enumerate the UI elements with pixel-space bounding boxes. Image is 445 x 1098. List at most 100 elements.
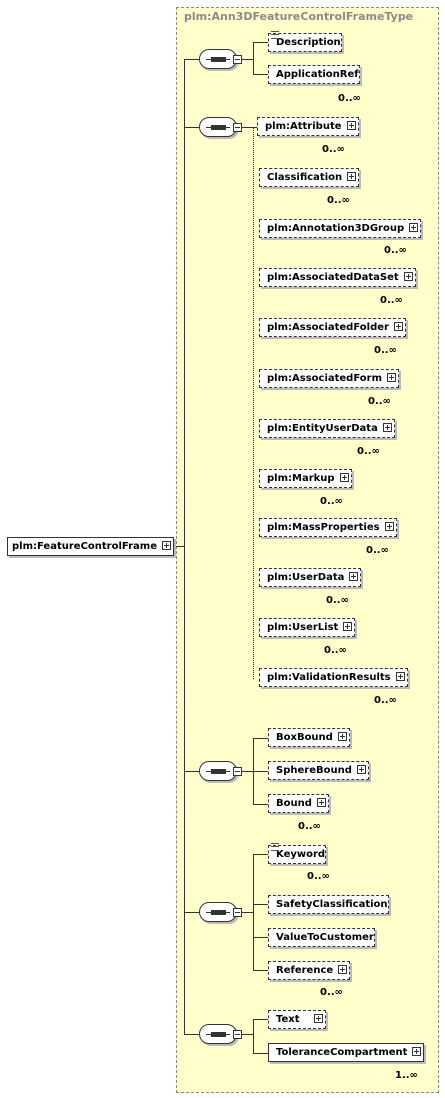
expand-icon[interactable] [346, 121, 356, 130]
element-classification[interactable]: Classification [259, 168, 360, 187]
connector-line [253, 771, 268, 772]
expand-icon[interactable] [356, 765, 366, 774]
root-element-label: plm:FeatureControlFrame [12, 541, 157, 552]
connector-line [176, 546, 184, 547]
element-safetyclassification[interactable]: SafetyClassification [268, 895, 389, 914]
element-bound[interactable]: Bound [268, 794, 329, 813]
cardinality-label: 1..∞ [395, 1070, 418, 1081]
root-element[interactable]: plm:FeatureControlFrame [7, 537, 174, 556]
cardinality-label: 0..∞ [338, 93, 361, 104]
expand-icon[interactable] [387, 373, 396, 382]
expand-icon[interactable] [393, 322, 403, 331]
connector-line [253, 804, 268, 805]
element-boxbound[interactable]: BoxBound [268, 728, 350, 747]
expand-icon[interactable] [347, 172, 357, 181]
collapse-icon[interactable] [233, 123, 242, 132]
sequence-compositor-icon[interactable] [199, 49, 237, 69]
cardinality-label: 0..∞ [357, 446, 380, 457]
connector-line [253, 854, 268, 855]
element-reference[interactable]: Reference [268, 961, 351, 980]
connector-line [253, 937, 268, 938]
cardinality-label: 0..∞ [298, 821, 321, 832]
element-spherebound[interactable]: SphereBound [268, 761, 369, 780]
element-entityuserdata[interactable]: plm:EntityUserData [259, 419, 395, 438]
connector-line [242, 127, 257, 128]
element-annotation3dgroup[interactable]: plm:Annotation3DGroup [259, 219, 422, 238]
connector-line [184, 127, 200, 128]
element-description[interactable]: Description [268, 31, 342, 52]
expand-icon[interactable] [314, 1014, 323, 1023]
collapse-icon[interactable] [233, 767, 242, 776]
cardinality-label: 0..∞ [368, 396, 391, 407]
choice-compositor-icon[interactable] [199, 761, 237, 781]
element-markup[interactable]: plm:Markup [259, 469, 352, 488]
element-applicationref[interactable]: ApplicationRef [268, 65, 360, 84]
connector-line [253, 738, 268, 739]
connector-line [184, 912, 200, 913]
expand-icon[interactable] [162, 541, 171, 550]
cardinality-label: 0..∞ [320, 987, 343, 998]
element-keyword[interactable]: Keyword [268, 843, 327, 864]
substitution-line [253, 127, 255, 679]
documentation-icon [271, 843, 279, 851]
element-associatedfolder[interactable]: plm:AssociatedFolder [259, 318, 406, 337]
expand-icon[interactable] [409, 223, 419, 232]
connector-line [253, 854, 254, 970]
expand-icon[interactable] [338, 965, 348, 974]
sequence-compositor-icon[interactable] [199, 1024, 237, 1044]
expand-icon[interactable] [343, 622, 353, 631]
connector-line [253, 904, 268, 905]
expand-icon[interactable] [337, 732, 347, 741]
element-text[interactable]: Text [268, 1010, 326, 1029]
cardinality-label: 0..∞ [307, 871, 330, 882]
expand-icon[interactable] [384, 522, 394, 531]
cardinality-label: 0..∞ [326, 595, 349, 606]
complex-type-title: plm:Ann3DFeatureControlFrameType [184, 10, 414, 23]
connector-line [184, 59, 200, 60]
collapse-icon[interactable] [233, 1030, 242, 1039]
expand-icon[interactable] [395, 672, 405, 681]
element-associatedform[interactable]: plm:AssociatedForm [259, 369, 399, 388]
connector-line [253, 1019, 254, 1053]
element-validationresults[interactable]: plm:ValidationResults [259, 668, 408, 687]
element-userdata[interactable]: plm:UserData [259, 568, 362, 587]
expand-icon[interactable] [349, 572, 359, 581]
sequence-compositor-icon[interactable] [199, 902, 237, 922]
connector-line [242, 912, 253, 913]
expand-icon[interactable] [339, 473, 349, 482]
expand-icon[interactable] [382, 423, 392, 432]
connector-line [184, 59, 185, 1034]
collapse-icon[interactable] [233, 55, 242, 64]
element-userlist[interactable]: plm:UserList [259, 618, 356, 637]
element-associateddataset[interactable]: plm:AssociatedDataSet [259, 268, 416, 287]
expand-icon[interactable] [316, 798, 326, 807]
element-massproperties[interactable]: plm:MassProperties [259, 518, 397, 537]
cardinality-label: 0..∞ [322, 144, 345, 155]
expand-icon[interactable] [403, 272, 413, 281]
connector-line [242, 771, 253, 772]
documentation-icon [271, 31, 279, 39]
cardinality-label: 0..∞ [384, 245, 407, 256]
connector-line [253, 42, 254, 74]
connector-line [242, 59, 253, 60]
expand-icon[interactable] [412, 1047, 422, 1056]
cardinality-label: 0..∞ [320, 496, 343, 507]
collapse-icon[interactable] [233, 908, 242, 917]
connector-line [184, 771, 200, 772]
connector-line [242, 1034, 253, 1035]
cardinality-label: 0..∞ [374, 345, 397, 356]
connector-line [253, 1053, 268, 1054]
element-attribute[interactable]: plm:Attribute [257, 117, 359, 136]
sequence-compositor-icon[interactable] [199, 117, 237, 137]
cardinality-label: 0..∞ [380, 295, 403, 306]
cardinality-label: 0..∞ [374, 695, 397, 706]
cardinality-label: 0..∞ [324, 645, 347, 656]
element-tolerancecompartment[interactable]: ToleranceCompartment [268, 1043, 425, 1062]
cardinality-label: 0..∞ [366, 545, 389, 556]
cardinality-label: 0..∞ [327, 195, 350, 206]
connector-line [253, 1019, 268, 1020]
element-valuetocustomer[interactable]: ValueToCustomer [268, 928, 375, 947]
connector-line [253, 42, 268, 43]
connector-line [184, 1034, 200, 1035]
